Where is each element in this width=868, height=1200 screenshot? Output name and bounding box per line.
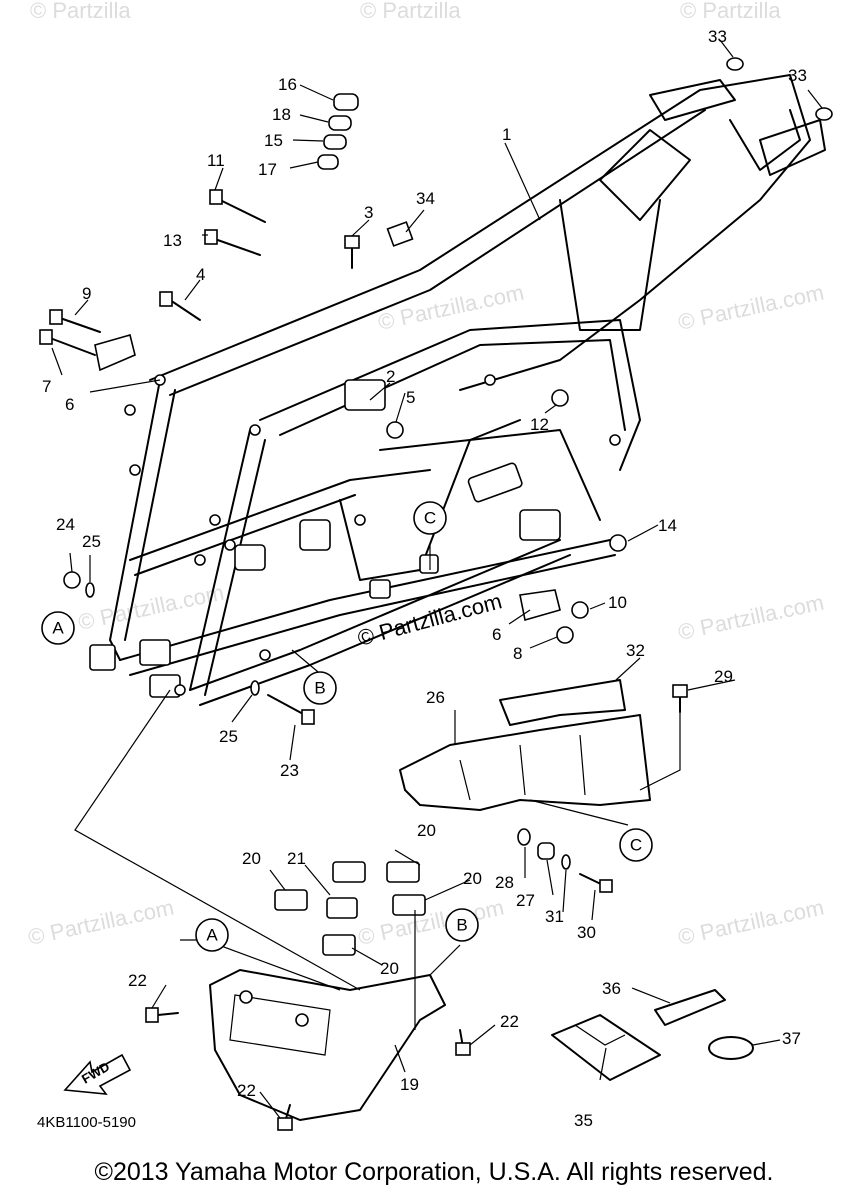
part-label: 21	[287, 849, 306, 868]
part-label: 20	[380, 959, 399, 978]
watermark: © Partzilla.com	[26, 895, 176, 950]
part-label: 25	[82, 532, 101, 551]
watermark: © Partzilla.com	[676, 280, 826, 335]
part-label: 9	[82, 284, 91, 303]
part-label: 4	[196, 265, 205, 284]
part-label: 20	[463, 869, 482, 888]
leader-lines	[51, 39, 823, 1119]
part-label: 18	[272, 105, 291, 124]
part-label: 6	[492, 625, 501, 644]
part-label: 37	[782, 1029, 801, 1048]
reference-markers: A A B B C C	[41, 501, 653, 952]
part-label: 29	[714, 667, 733, 686]
part-label: 22	[500, 1012, 519, 1031]
part-label: 26	[426, 688, 445, 707]
part-label: 12	[530, 415, 549, 434]
part-label: 20	[242, 849, 261, 868]
part-label: 31	[545, 907, 564, 926]
part-label: 1	[502, 125, 511, 144]
part-label: 23	[280, 761, 299, 780]
part-label: 19	[400, 1075, 419, 1094]
part-label: 22	[128, 971, 147, 990]
reference-marker: C	[630, 836, 642, 855]
watermark: © Partzilla	[30, 0, 131, 23]
part-label: 36	[602, 979, 621, 998]
skid-plate	[145, 861, 471, 1131]
part-label: 16	[278, 75, 297, 94]
part-label: 27	[516, 891, 535, 910]
reference-marker: C	[424, 509, 436, 528]
watermark: © Partzilla.com	[376, 280, 526, 335]
hardware	[39, 57, 833, 725]
part-label: 14	[658, 516, 677, 535]
part-label: 32	[626, 641, 645, 660]
watermark: © Partzilla.com	[356, 895, 506, 950]
part-label: 33	[708, 27, 727, 46]
part-label: 11	[207, 151, 225, 170]
part-label: 25	[219, 727, 238, 746]
heat-protector	[399, 679, 688, 893]
part-label: 3	[364, 203, 373, 222]
reference-marker: A	[52, 619, 64, 638]
part-label: 24	[56, 515, 75, 534]
part-label: 20	[417, 821, 436, 840]
diagram-code: 4KB1100-5190	[37, 1114, 136, 1131]
watermark: © Partzilla	[680, 0, 781, 23]
fwd-arrow-icon: FWD	[63, 1053, 132, 1095]
watermark: © Partzilla	[360, 0, 461, 23]
part-label: 8	[513, 644, 522, 663]
part-label: 2	[386, 367, 395, 386]
accessories	[551, 989, 754, 1081]
frame-assembly	[89, 74, 826, 706]
watermark: © Partzilla.com	[676, 895, 826, 950]
watermark: © Partzilla.com	[676, 590, 826, 645]
reference-marker: B	[314, 679, 325, 698]
part-label: 22	[237, 1081, 256, 1100]
part-label: 6	[65, 395, 74, 414]
reference-marker: A	[206, 926, 218, 945]
watermark: © Partzilla.com	[76, 580, 226, 635]
part-label: 33	[788, 66, 807, 85]
part-label: 7	[42, 377, 51, 396]
copyright-notice: ©2013 Yamaha Motor Corporation, U.S.A. A…	[94, 1158, 774, 1186]
part-label: 30	[577, 923, 596, 942]
part-label: 13	[163, 231, 182, 250]
part-labels: 1 2 3 4 5 6 6 7 8 9 10 11 12 13 14 15 16…	[42, 27, 807, 1130]
part-label: 10	[608, 593, 627, 612]
part-label: 34	[416, 189, 435, 208]
part-label: 35	[574, 1111, 593, 1130]
part-label: 5	[406, 388, 415, 407]
part-label: 28	[495, 873, 514, 892]
reference-marker: B	[456, 916, 467, 935]
part-label: 17	[258, 160, 277, 179]
part-label: 15	[264, 131, 283, 150]
